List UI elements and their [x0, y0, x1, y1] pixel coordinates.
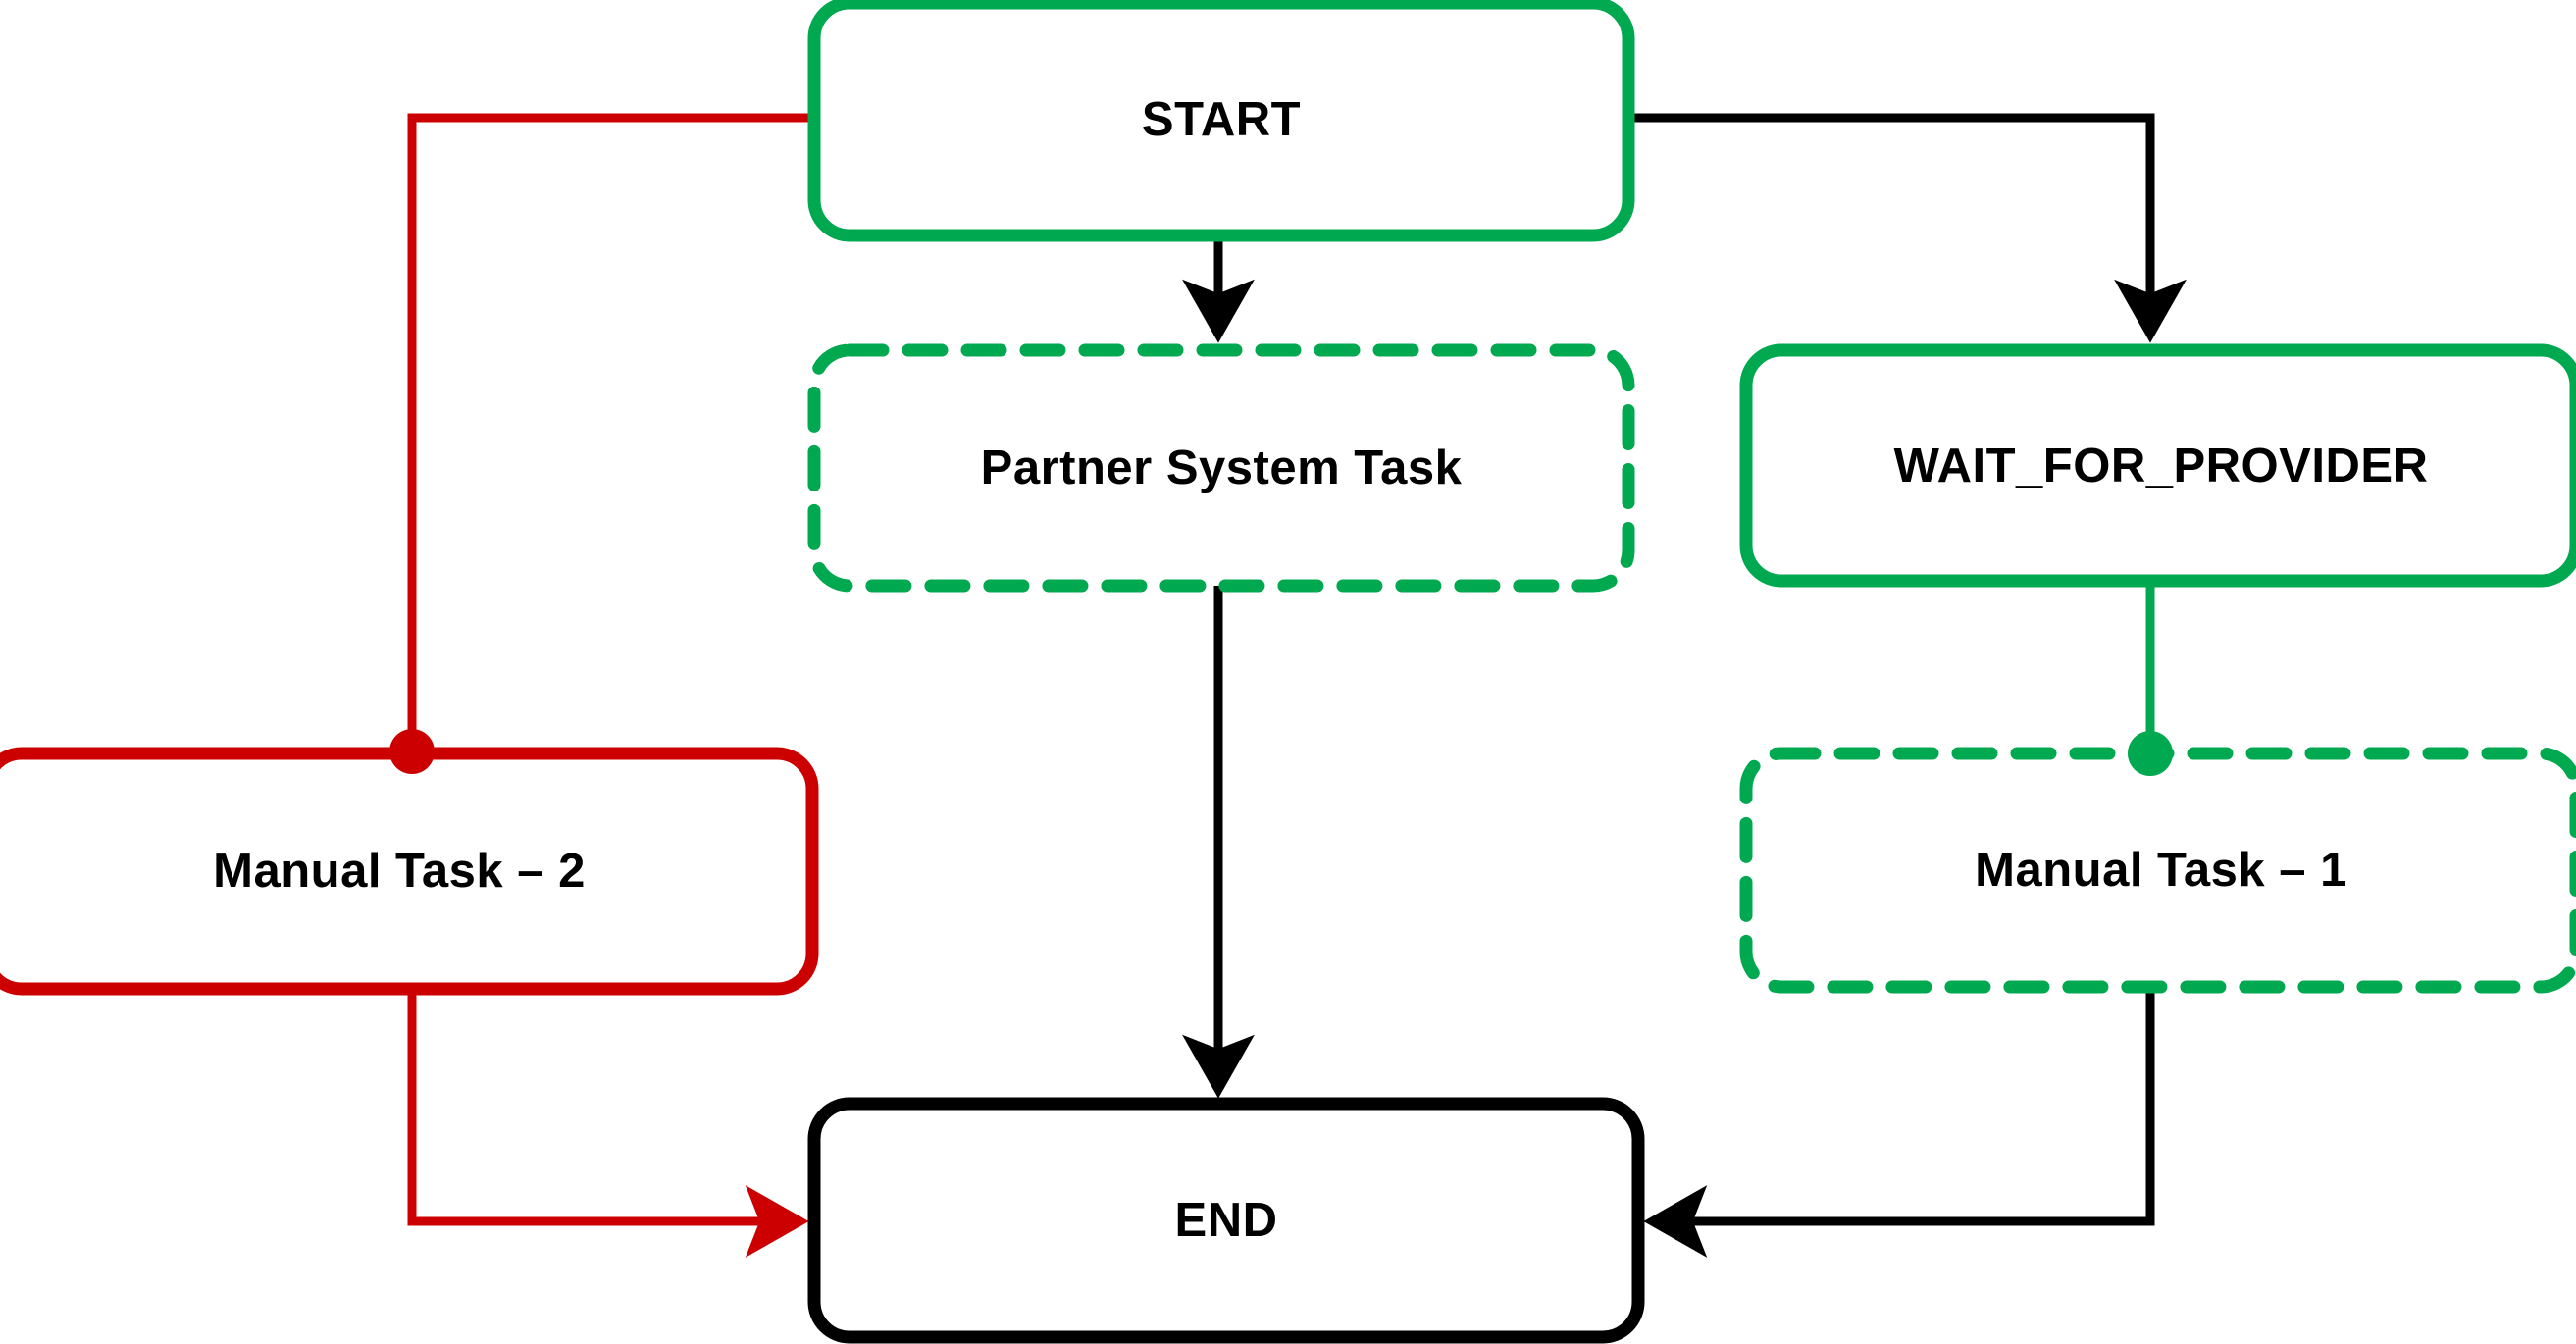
connector-dot-manual-task-2 [389, 729, 435, 774]
node-manual-task-1[interactable] [1739, 747, 2576, 994]
edge-start-to-manual-task-2 [407, 113, 814, 753]
edge-start-to-wait-for-provider [1628, 113, 2187, 343]
node-manual-task-2[interactable] [0, 747, 819, 996]
edge-manual-task-2-to-end [407, 989, 809, 1258]
node-wait-for-provider[interactable] [1739, 343, 2576, 588]
edge-manual-task-1-to-end [1643, 985, 2155, 1258]
node-start[interactable] [807, 0, 1635, 242]
node-partner-system-task[interactable] [807, 343, 1635, 593]
connector-dot-manual-task-1 [2128, 731, 2173, 776]
node-end[interactable] [807, 1097, 1645, 1344]
